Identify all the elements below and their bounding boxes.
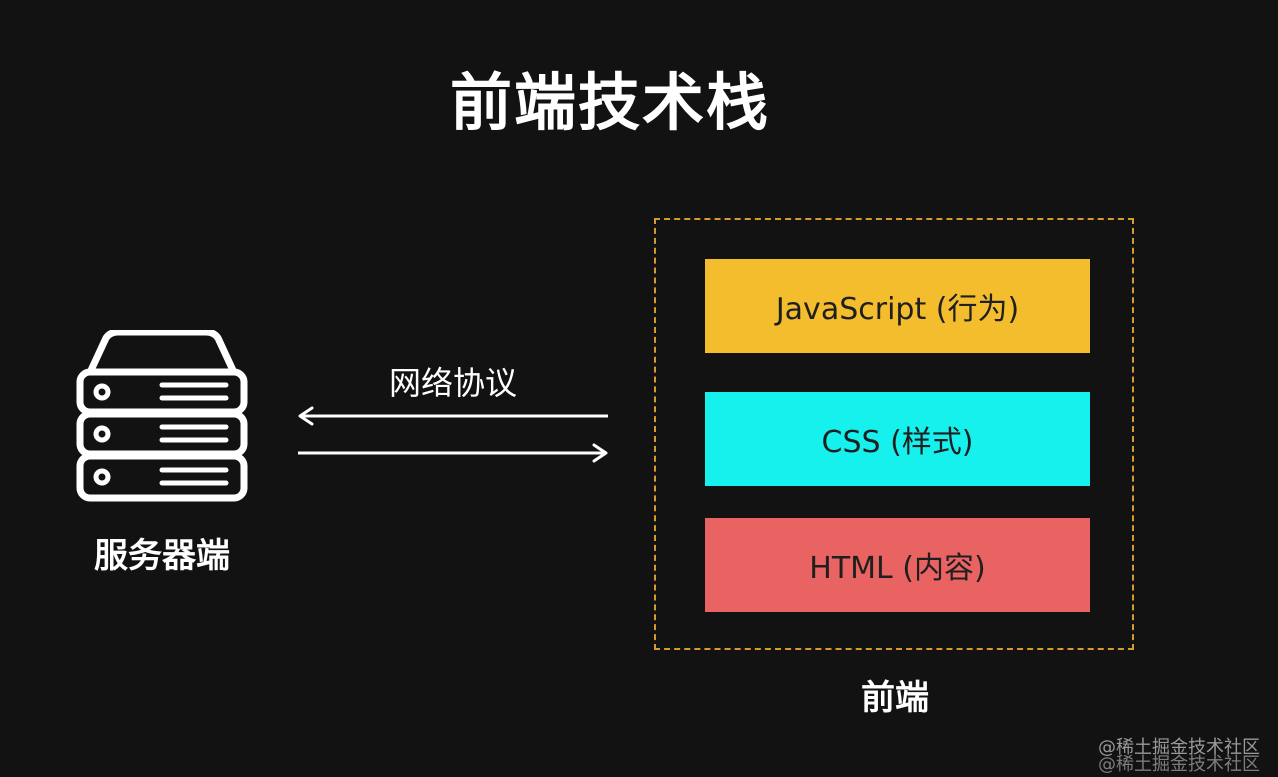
bidirectional-arrows-icon bbox=[294, 400, 614, 470]
frontend-container bbox=[654, 218, 1134, 650]
server-icon bbox=[76, 328, 248, 502]
layer-html: HTML (内容) bbox=[705, 518, 1090, 612]
watermark: @稀土掘金技术社区 bbox=[1098, 737, 1260, 758]
frontend-label: 前端 bbox=[861, 678, 929, 718]
network-protocol-label: 网络协议 bbox=[388, 364, 517, 402]
layer-javascript: JavaScript (行为) bbox=[705, 259, 1090, 353]
layer-css: CSS (样式) bbox=[705, 392, 1090, 486]
page-title: 前端技术栈 bbox=[449, 66, 770, 139]
server-label: 服务器端 bbox=[94, 536, 230, 576]
watermark: @稀土掘金技术社区 bbox=[1098, 754, 1260, 775]
